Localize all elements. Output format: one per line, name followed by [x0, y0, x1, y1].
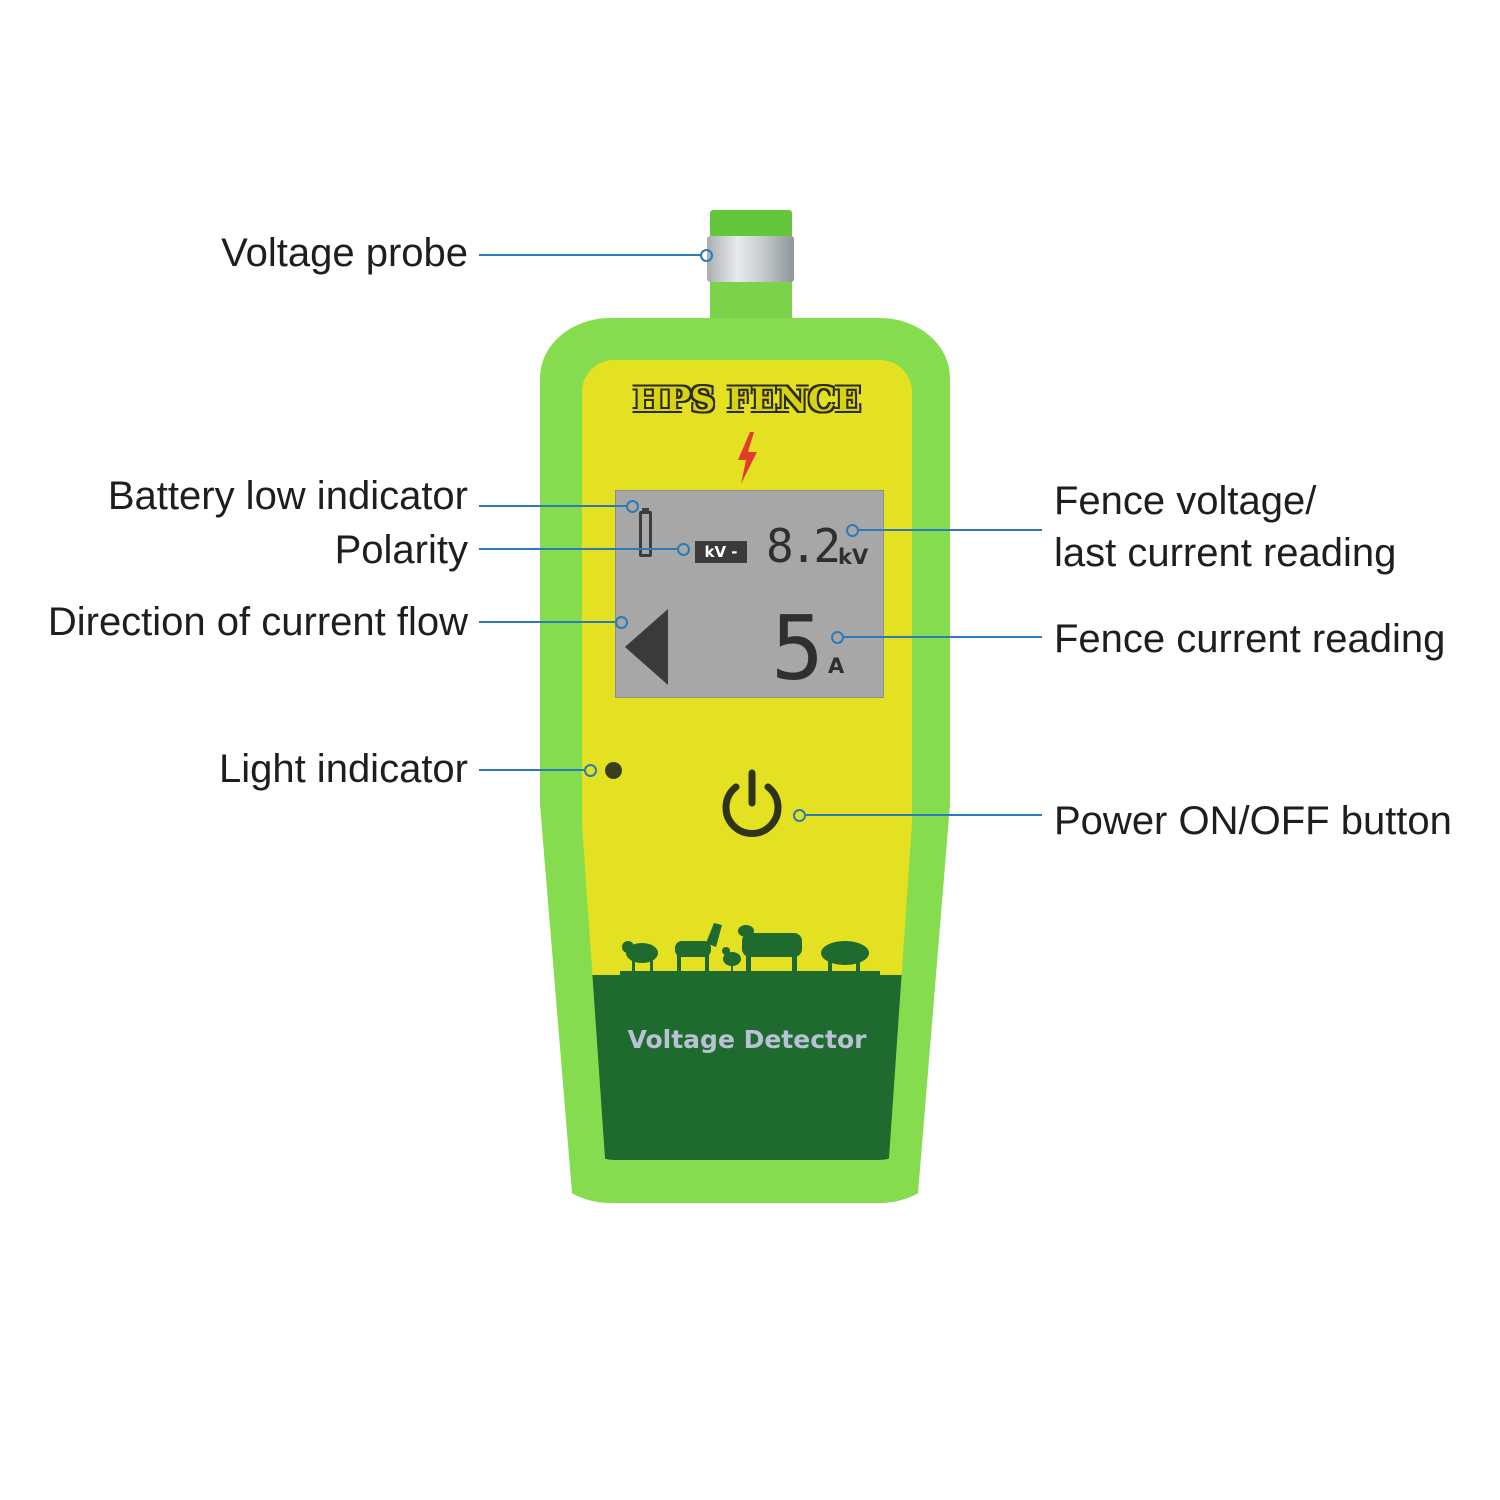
label-battery-low: Battery low indicator	[107, 474, 468, 518]
voltage-reading: 8.2	[766, 519, 841, 573]
dot-fence-voltage	[846, 524, 859, 537]
brand-logo: HPS FENCE	[632, 380, 862, 420]
leader-fence-current	[844, 636, 1042, 638]
label-polarity: Polarity	[334, 528, 468, 572]
device-bottom-panel	[582, 975, 912, 1160]
dot-polarity	[677, 543, 690, 556]
power-icon[interactable]	[712, 765, 792, 845]
farm-animals-silhouette	[620, 923, 880, 975]
label-fence-voltage-line2: last current reading	[1054, 531, 1397, 575]
battery-cap	[642, 508, 649, 512]
lightning-bolt-icon	[738, 432, 757, 484]
dot-battery-low	[626, 500, 639, 513]
polarity-indicator: kV -	[695, 541, 747, 563]
leader-battery-low	[479, 505, 626, 507]
leader-voltage-probe	[479, 254, 702, 256]
label-fence-voltage-line1: Fence voltage/	[1054, 479, 1317, 523]
probe-metal-clip	[707, 236, 794, 282]
dot-voltage-probe	[700, 249, 713, 262]
dot-fence-current	[831, 631, 844, 644]
probe-tip	[710, 210, 792, 236]
leader-power-button	[806, 814, 1042, 816]
dot-direction	[615, 616, 628, 629]
current-direction-arrow-icon	[625, 609, 668, 685]
label-power-button: Power ON/OFF button	[1054, 799, 1452, 843]
light-indicator-led	[605, 762, 622, 779]
current-unit: A	[828, 654, 845, 678]
leader-polarity	[479, 548, 677, 550]
current-reading: 5	[771, 597, 824, 700]
dot-light-indicator	[584, 764, 597, 777]
voltage-unit: kV	[838, 545, 869, 569]
battery-low-icon	[639, 511, 652, 557]
model-name: Voltage Detector	[627, 1025, 867, 1054]
label-light-indicator: Light indicator	[218, 747, 468, 791]
label-voltage-probe: Voltage probe	[221, 231, 468, 275]
leader-direction	[479, 621, 615, 623]
leader-light-indicator	[479, 769, 584, 771]
leader-fence-voltage	[859, 529, 1042, 531]
label-direction: Direction of current flow	[47, 600, 468, 644]
device-face: HPS FENCE Voltage Detector	[582, 360, 912, 1160]
label-fence-current: Fence current reading	[1054, 617, 1446, 661]
dot-power-button	[793, 809, 806, 822]
lcd-display: kV - 8.2 kV 5 A	[615, 490, 884, 700]
